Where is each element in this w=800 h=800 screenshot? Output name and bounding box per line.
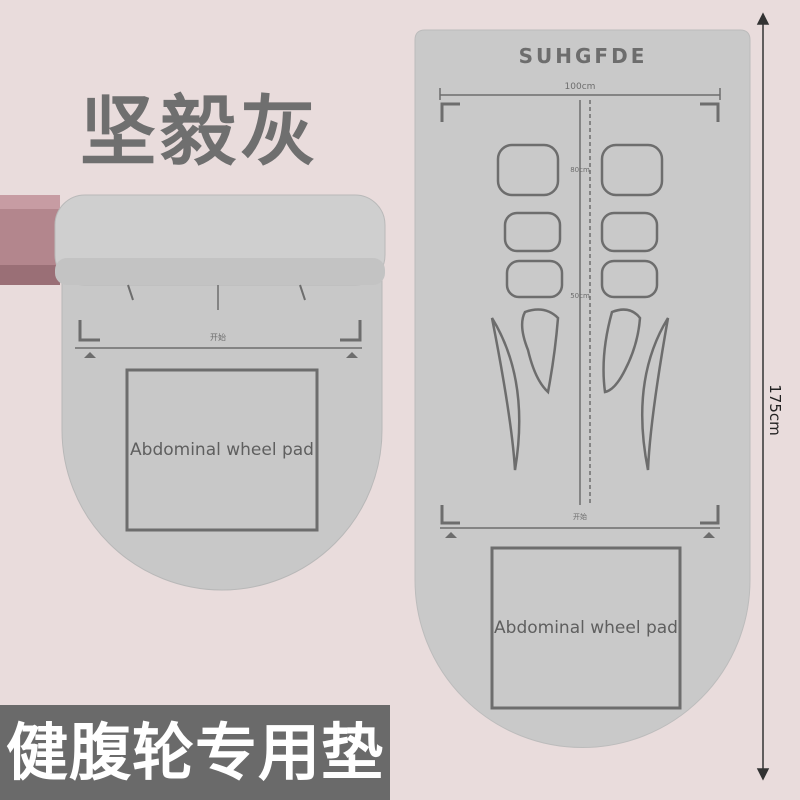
brand-logo: SUHGFDE [519,44,648,68]
marker-50: 50cm [570,292,590,300]
foam-roller [0,195,60,285]
right-start-label: 开始 [573,512,587,521]
width-marker: 100cm [565,82,596,92]
full-mat [414,29,751,748]
product-color-title: 坚毅灰 [80,87,320,176]
bottom-caption: 健腹轮专用垫 [0,705,390,800]
right-pad-label: Abdominal wheel pad [494,618,678,638]
left-start-label: 开始 [210,332,226,342]
marker-80: 80cm [570,166,590,174]
length-dimension [756,12,770,781]
left-pad-label: Abdominal wheel pad [130,440,314,460]
rolled-mat [54,194,386,591]
length-label: 175cm [766,384,784,436]
